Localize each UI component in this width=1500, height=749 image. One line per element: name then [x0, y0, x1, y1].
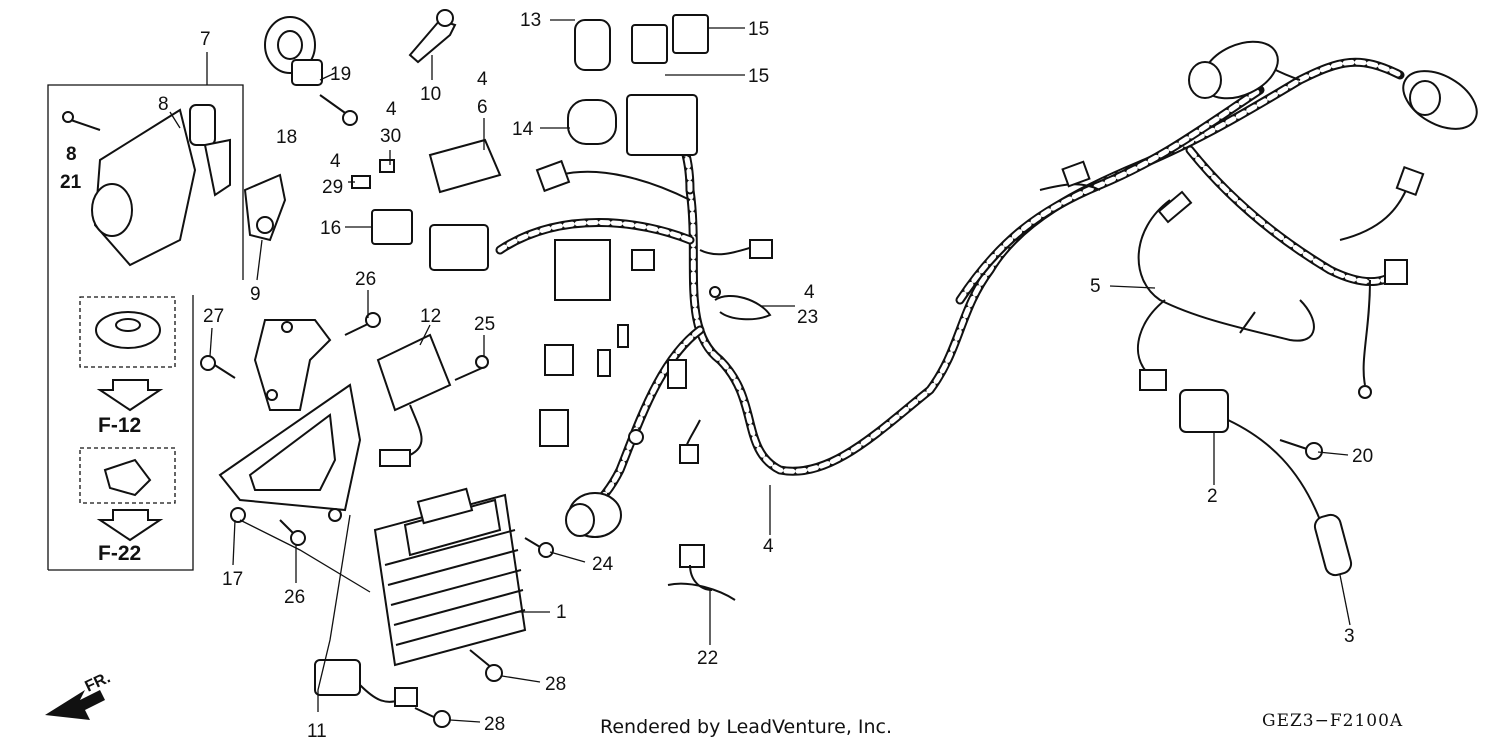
- callout-20[interactable]: 20: [1352, 446, 1373, 467]
- key: [408, 9, 457, 64]
- callout-4a[interactable]: 4: [477, 69, 488, 90]
- leader-lines: [169, 19, 1351, 723]
- callout-28a[interactable]: 28: [545, 674, 566, 695]
- callout-12[interactable]: 12: [420, 306, 441, 327]
- callout-16[interactable]: 16: [320, 218, 341, 239]
- callout-15a[interactable]: 15: [748, 19, 769, 40]
- clip-and-sensor: [667, 286, 772, 601]
- callout-2[interactable]: 2: [1207, 486, 1218, 507]
- upper-bracket: [243, 173, 332, 411]
- wire-harness: [495, 49, 1411, 510]
- mount-bracket: [218, 383, 362, 523]
- diagram-code: GEZ3−F2100A: [1262, 711, 1404, 731]
- callout-19[interactable]: 19: [330, 64, 351, 85]
- footer-credit: Rendered by LeadVenture, Inc.: [600, 716, 893, 738]
- callout-30[interactable]: 30: [380, 126, 401, 147]
- callout-25[interactable]: 25: [474, 314, 495, 335]
- bolts: [200, 312, 1323, 728]
- front-direction-arrow: [45, 690, 105, 720]
- inset-ref-f22[interactable]: F-22: [98, 542, 141, 565]
- callout-4c[interactable]: 4: [330, 151, 341, 172]
- callout-18[interactable]: 18: [276, 127, 297, 148]
- inset-box: [47, 84, 244, 571]
- inset-ref-f12[interactable]: F-12: [98, 414, 141, 437]
- callout-17[interactable]: 17: [222, 569, 243, 590]
- regulator-rectifier: [376, 333, 452, 467]
- callout-7[interactable]: 7: [200, 29, 211, 50]
- callout-15b[interactable]: 15: [748, 66, 769, 87]
- callout-3[interactable]: 3: [1344, 626, 1355, 647]
- sensor-cap: [264, 16, 358, 126]
- callout-10[interactable]: 10: [420, 84, 441, 105]
- callout-5[interactable]: 5: [1090, 276, 1101, 297]
- callout-28b[interactable]: 28: [484, 714, 505, 735]
- ignition-coil-assembly: [1136, 190, 1353, 577]
- callout-29[interactable]: 29: [322, 177, 343, 198]
- harness-connectors: [535, 159, 1425, 464]
- callout-8a[interactable]: 8: [158, 94, 169, 115]
- callout-23[interactable]: 23: [797, 307, 818, 328]
- ecu-module: [373, 487, 527, 667]
- callout-1[interactable]: 1: [556, 602, 567, 623]
- bottom-sensor: [314, 659, 418, 707]
- callout-24[interactable]: 24: [592, 554, 614, 575]
- callout-11[interactable]: 11: [307, 721, 327, 742]
- relays-and-switches: [351, 14, 709, 271]
- harness-end-capsules: [565, 40, 1478, 538]
- callout-6[interactable]: 6: [477, 97, 488, 118]
- front-direction-label: FR.: [83, 669, 114, 695]
- callout-4b[interactable]: 4: [386, 99, 397, 120]
- callout-4d[interactable]: 4: [804, 282, 815, 303]
- ignition-switch: [62, 104, 231, 267]
- callout-27[interactable]: 27: [203, 306, 224, 327]
- callout-9[interactable]: 9: [250, 284, 261, 305]
- callout-4e[interactable]: 4: [763, 536, 774, 557]
- callout-26a[interactable]: 26: [355, 269, 376, 290]
- callout-13[interactable]: 13: [520, 10, 541, 31]
- callout-14[interactable]: 14: [512, 119, 534, 140]
- callout-numbers: 7 8 8 21 19 18 10 13 15 15 4 6 14 4 30 4…: [60, 10, 1373, 742]
- callout-21[interactable]: 21: [60, 172, 82, 193]
- callout-22[interactable]: 22: [697, 648, 718, 669]
- callout-26b[interactable]: 26: [284, 587, 305, 608]
- callout-8b[interactable]: 8: [66, 144, 77, 165]
